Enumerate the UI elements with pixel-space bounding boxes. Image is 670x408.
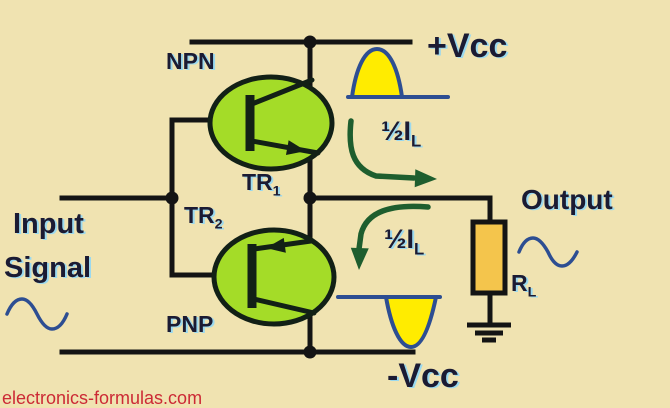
label-pnp: PNP [166, 311, 214, 337]
current-arrow-bottom [350, 203, 431, 270]
npn-transistor [207, 74, 335, 172]
label-signal: Signal [4, 252, 92, 284]
label-load-resistor: RL [511, 270, 536, 300]
junction-dot [303, 345, 317, 359]
junction-dot [303, 191, 317, 205]
output-sine-wave-icon [517, 236, 579, 268]
label-tr1: TR1 [242, 169, 281, 199]
label-rl-sub: L [527, 284, 537, 301]
positive-halfwave-icon [346, 47, 450, 99]
junction-dots [165, 35, 317, 359]
junction-dot [303, 35, 317, 49]
load-resistor [470, 219, 508, 296]
label-output: Output [521, 184, 613, 215]
label-negative-vcc: -Vcc [387, 357, 459, 395]
current-arrow-top [347, 118, 437, 188]
label-half-il-bottom: ½IL [384, 224, 424, 258]
watermark-text: electronics-formulas.com [2, 388, 203, 408]
label-half-il-bottom-main: ½I [384, 224, 415, 254]
junction-dot [165, 191, 179, 205]
label-positive-vcc: +Vcc [427, 27, 508, 65]
label-tr1-sub: 1 [272, 183, 281, 200]
pnp-transistor [211, 227, 337, 327]
ground-icon [467, 322, 511, 343]
label-tr2: TR2 [184, 202, 223, 232]
label-rl-main: R [511, 270, 528, 296]
npn-body [207, 74, 335, 172]
label-npn: NPN [166, 48, 215, 74]
pnp-emitter-arrow-icon [266, 237, 286, 253]
pnp-collector [251, 296, 317, 316]
output-wire [307, 195, 493, 225]
input-sine-wave-icon [5, 297, 69, 331]
label-half-il-top: ½IL [381, 116, 421, 150]
label-half-il-top-main: ½I [381, 116, 412, 146]
pnp-body [211, 227, 337, 327]
npn-emitter [249, 138, 321, 156]
label-half-il-top-sub: L [411, 131, 422, 151]
negative-halfwave-icon [336, 295, 442, 349]
label-input: Input [13, 208, 84, 240]
npn-emitter-arrow-icon [285, 140, 306, 155]
label-half-il-bottom-sub: L [414, 239, 425, 259]
label-tr2-sub: 2 [214, 216, 223, 233]
label-tr2-main: TR [184, 202, 215, 228]
npn-collector [249, 77, 315, 107]
label-tr1-main: TR [242, 169, 273, 195]
